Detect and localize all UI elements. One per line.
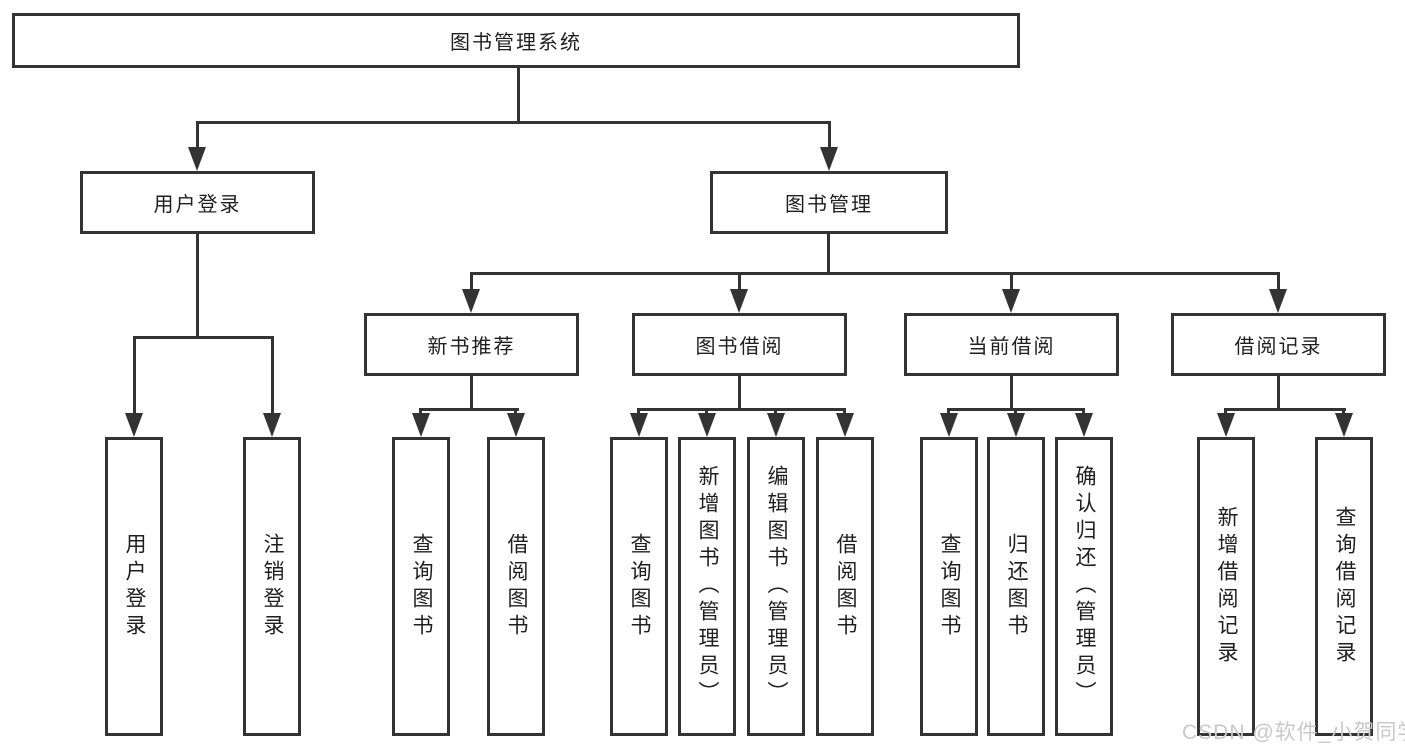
connector-drop	[470, 272, 473, 292]
leaf-edit-book-admin: 编辑图书（管理员）	[747, 437, 805, 736]
arrowhead-icon	[125, 413, 143, 437]
arrowhead-icon	[1335, 413, 1353, 437]
node-current-borrow: 当前借阅	[904, 313, 1119, 376]
leaf-query-borrow-record: 查询借阅记录	[1315, 437, 1373, 736]
leaf-return-book: 归还图书	[987, 437, 1045, 736]
node-new-book-recommend: 新书推荐	[364, 313, 579, 376]
connector-drop	[1277, 272, 1280, 292]
connector-drop	[133, 336, 136, 416]
arrowhead-icon	[188, 147, 206, 171]
connector-drop	[828, 121, 831, 149]
arrowhead-icon	[1075, 413, 1093, 437]
arrowhead-icon	[263, 413, 281, 437]
leaf-confirm-return-admin: 确认归还（管理员）	[1055, 437, 1113, 736]
connector-bookmgmt-stem	[827, 234, 830, 275]
node-book-borrow: 图书借阅	[632, 313, 847, 376]
connector-drop	[738, 272, 741, 292]
arrowhead-icon	[836, 413, 854, 437]
arrowhead-icon	[1217, 413, 1235, 437]
arrowhead-icon	[730, 289, 748, 313]
arrowhead-icon	[940, 413, 958, 437]
leaf-add-book-admin: 新增图书（管理员）	[678, 437, 736, 736]
connector-userlogin-bus	[133, 336, 274, 339]
connector-bookborrow-bus	[637, 408, 846, 411]
connector-root-bus	[196, 121, 831, 124]
watermark: CSDN @软件_小贺同学	[1182, 721, 1405, 744]
connector-bookmgmt-bus	[470, 272, 1280, 275]
connector-userlogin-stem	[196, 234, 199, 339]
arrowhead-icon	[698, 413, 716, 437]
arrowhead-icon	[820, 147, 838, 171]
arrowhead-icon	[630, 413, 648, 437]
arrowhead-icon	[507, 413, 525, 437]
arrowhead-icon	[1007, 413, 1025, 437]
node-book-management: 图书管理	[710, 171, 948, 234]
arrowhead-icon	[1002, 289, 1020, 313]
leaf-query-books-recommend: 查询图书	[392, 437, 450, 736]
connector-borrowrecords-bus	[1224, 408, 1346, 411]
connector-currentborrow-stem	[1010, 376, 1013, 411]
connector-bookborrow-stem	[738, 376, 741, 411]
leaf-add-borrow-record: 新增借阅记录	[1197, 437, 1255, 736]
connector-drop	[196, 121, 199, 149]
connector-root-stem	[517, 68, 520, 124]
connector-drop	[1010, 272, 1013, 292]
connector-borrowrecords-stem	[1277, 376, 1280, 411]
leaf-query-books-borrow: 查询图书	[610, 437, 668, 736]
node-borrow-records: 借阅记录	[1171, 313, 1386, 376]
leaf-borrow-books: 借阅图书	[816, 437, 874, 736]
leaf-user-login: 用户登录	[105, 437, 163, 736]
arrowhead-icon	[1269, 289, 1287, 313]
connector-newbook-stem	[470, 376, 473, 411]
node-root: 图书管理系统	[12, 13, 1020, 68]
arrowhead-icon	[412, 413, 430, 437]
connector-newbook-bus	[419, 408, 519, 411]
leaf-logout: 注销登录	[243, 437, 301, 736]
connector-drop	[271, 336, 274, 416]
arrowhead-icon	[462, 289, 480, 313]
leaf-query-books-current: 查询图书	[920, 437, 978, 736]
leaf-borrow-books-recommend: 借阅图书	[487, 437, 545, 736]
arrowhead-icon	[767, 413, 785, 437]
node-user-login: 用户登录	[80, 171, 315, 234]
